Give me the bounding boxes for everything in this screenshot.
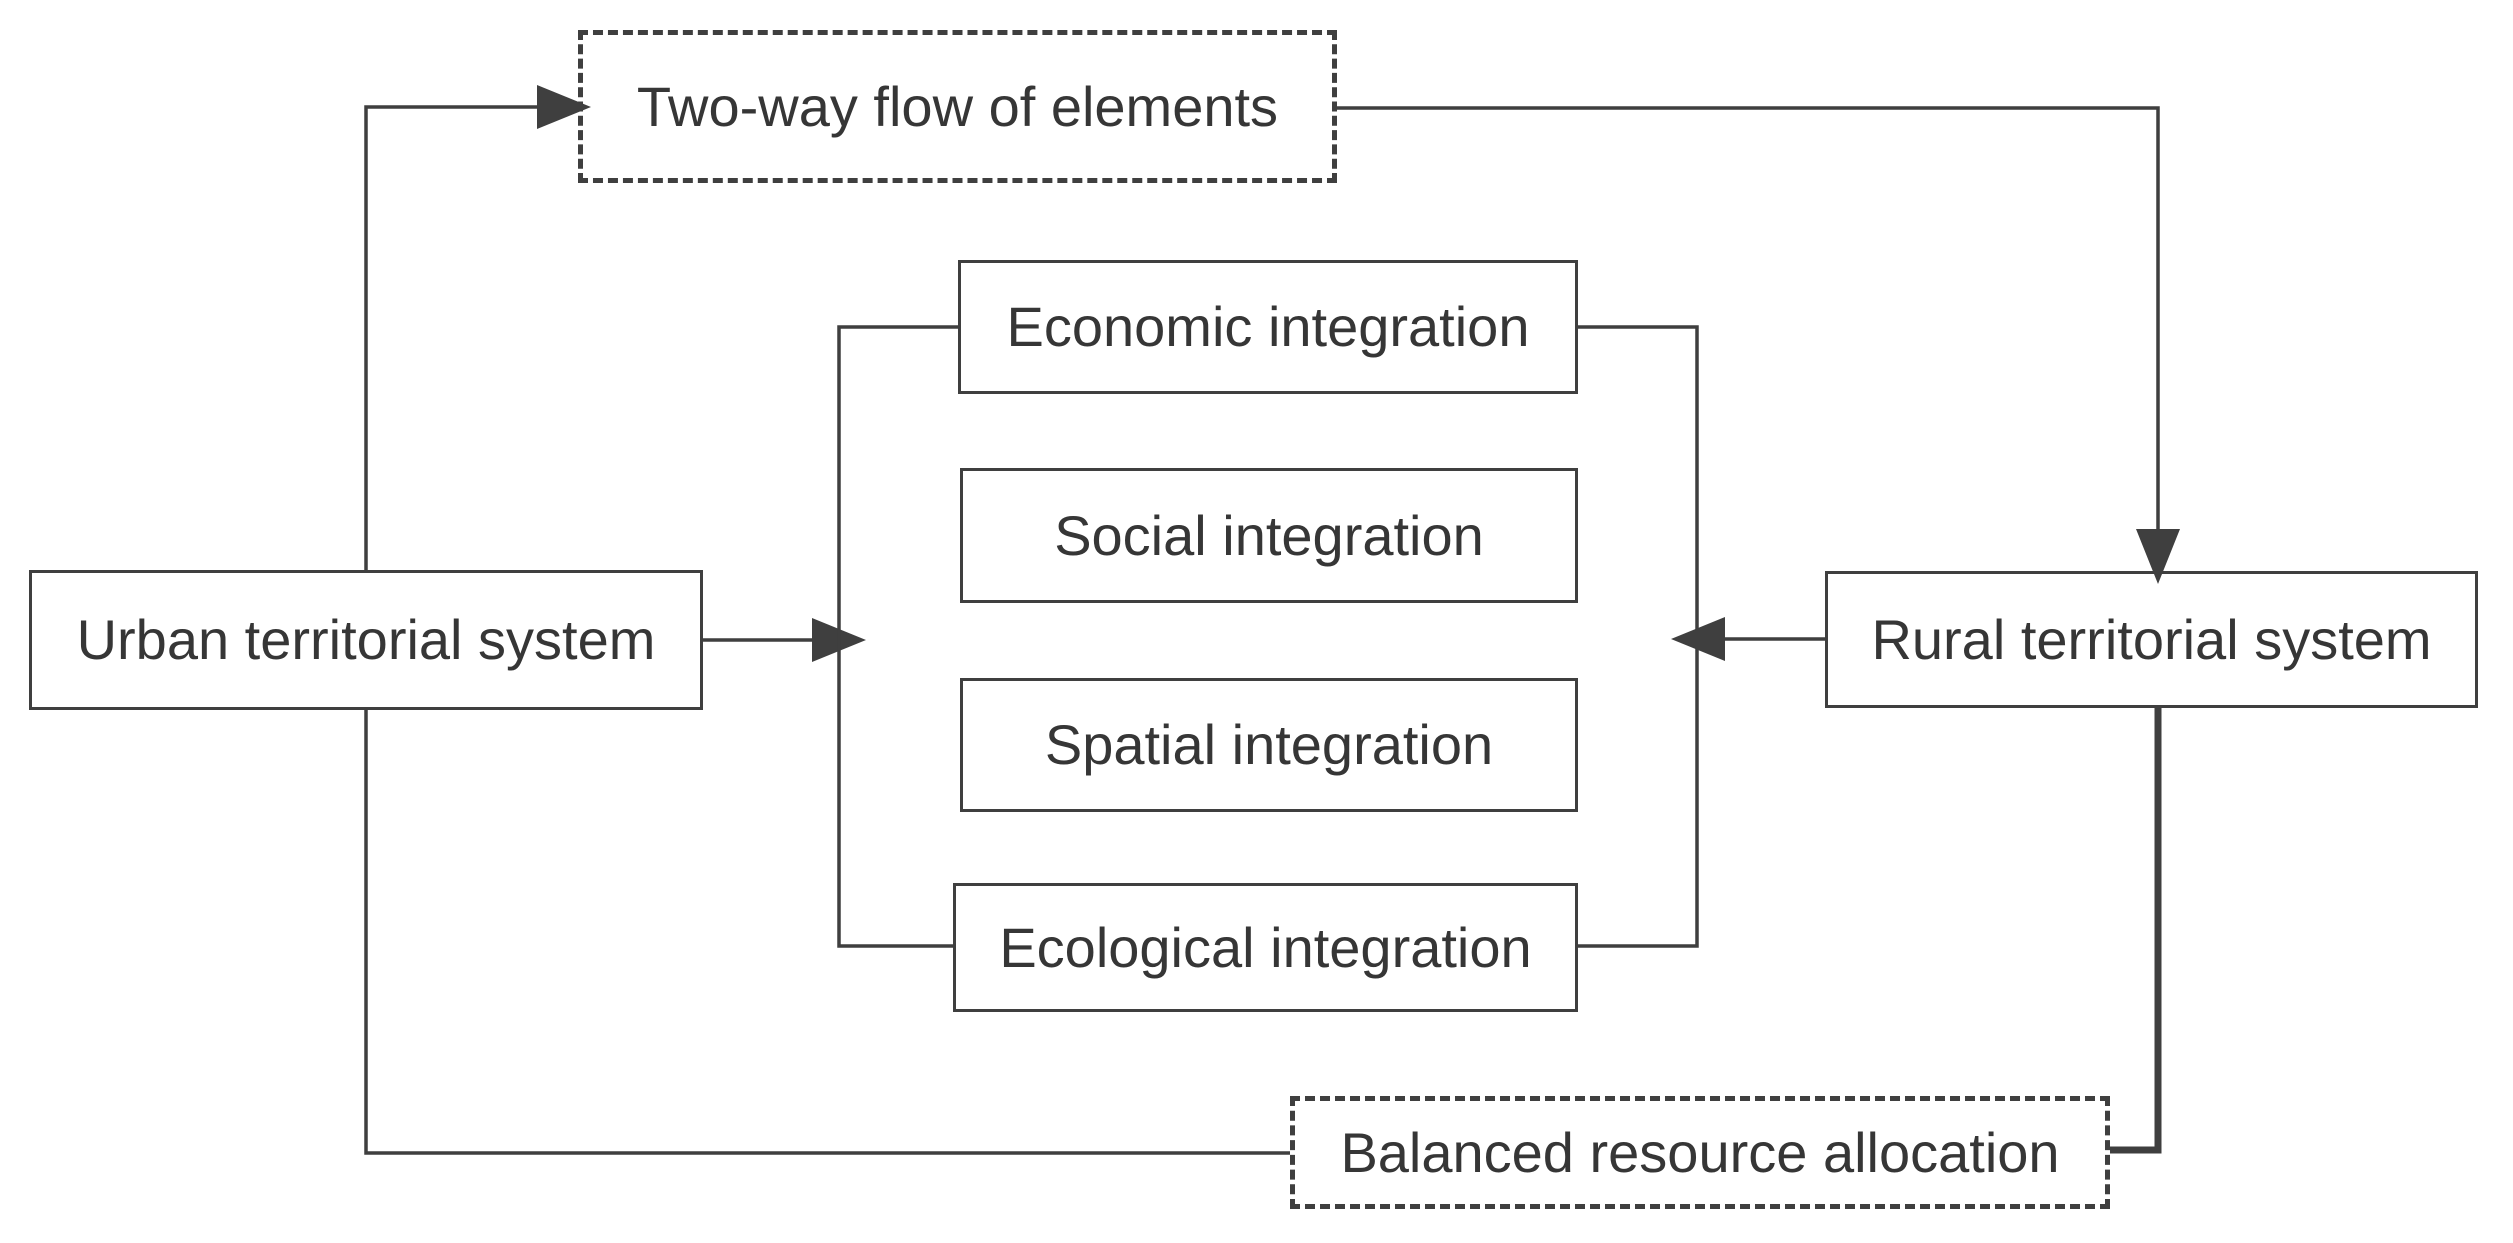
node-spatial-integration: Spatial integration (960, 678, 1578, 812)
node-balanced-label: Balanced resource allocation (1340, 1120, 2060, 1184)
bracket-left (837, 325, 958, 948)
node-spatial-label: Spatial integration (1044, 713, 1494, 777)
connector-rural-to-balanced (2110, 708, 2162, 1154)
node-social-label: Social integration (1054, 503, 1484, 567)
node-urban-label: Urban territorial system (76, 608, 656, 672)
node-balanced-resource-allocation: Balanced resource allocation (1290, 1096, 2110, 1209)
node-ecological-label: Ecological integration (999, 915, 1532, 979)
bracket-right (1578, 325, 1699, 948)
node-rural-label: Rural territorial system (1871, 607, 2432, 671)
connector-urban-to-two-way-flow (364, 105, 538, 570)
arrowhead-rural-to-bracket-icon (1671, 617, 1725, 661)
node-social-integration: Social integration (960, 468, 1578, 603)
node-rural-territorial-system: Rural territorial system (1825, 571, 2478, 708)
node-economic-integration: Economic integration (958, 260, 1578, 394)
node-economic-label: Economic integration (1006, 295, 1530, 359)
node-ecological-integration: Ecological integration (953, 883, 1578, 1012)
arrowhead-urban-to-bracket-icon (812, 618, 866, 662)
node-two-way-label: Two-way flow of elements (636, 74, 1279, 138)
node-two-way-flow-of-elements: Two-way flow of elements (578, 30, 1337, 183)
node-urban-territorial-system: Urban territorial system (29, 570, 703, 710)
